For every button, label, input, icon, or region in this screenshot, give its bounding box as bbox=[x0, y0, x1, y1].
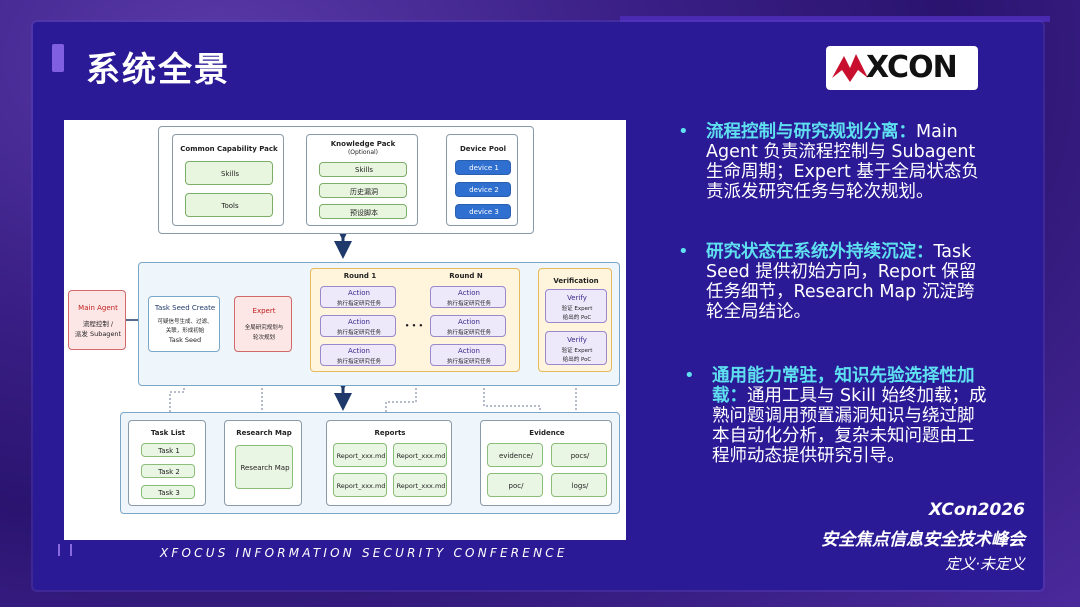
footer-text: XFOCUS INFORMATION SECURITY CONFERENCE bbox=[160, 546, 568, 560]
verification-container: Verification Verify 验证 Expert 给出的 PoC Ve… bbox=[538, 268, 612, 372]
action-box: Action 执行指定研究任务 bbox=[320, 286, 396, 308]
task-seed-create: Task Seed Create 可疑信号生成、过滤、 关联，形成初始 Task… bbox=[148, 296, 220, 352]
architecture-diagram: Common Capability Pack Skills Tools Know… bbox=[64, 120, 626, 540]
evidence-item: evidence/ bbox=[487, 443, 543, 467]
round-n-title: Round N bbox=[449, 272, 483, 280]
expert: Expert 全局研究规划与 轮次规划 bbox=[234, 296, 292, 352]
knowledge-pack-subtitle: (Optional) bbox=[347, 149, 379, 156]
knowledge-pack-item: 历史漏洞 bbox=[319, 183, 407, 198]
device-pool: Device Pool device 1 device 2 device 3 bbox=[446, 134, 518, 226]
action-box: Action 执行指定研究任务 bbox=[430, 344, 506, 366]
device-item: device 3 bbox=[455, 204, 511, 219]
common-pack-item: Tools bbox=[185, 193, 273, 217]
knowledge-pack-item: 预设脚本 bbox=[319, 204, 407, 219]
evidence-panel: Evidence evidence/ pocs/ poc/ logs/ bbox=[480, 420, 612, 506]
knowledge-pack-title: Knowledge Pack bbox=[330, 140, 396, 148]
action-box: Action 执行指定研究任务 bbox=[430, 315, 506, 337]
slide-title: 系统全景 bbox=[86, 50, 230, 90]
report-item: Report_xxx.md bbox=[333, 473, 387, 497]
task-item: Task 2 bbox=[141, 464, 195, 478]
xcon-logo: XCON bbox=[826, 46, 978, 90]
report-item: Report_xxx.md bbox=[333, 443, 387, 467]
research-map-panel: Research Map Research Map bbox=[224, 420, 302, 506]
logo-emblem-icon bbox=[832, 54, 868, 82]
report-item: Report_xxx.md bbox=[393, 473, 447, 497]
device-item: device 1 bbox=[455, 160, 511, 175]
verify-box: Verify 验证 Expert 给出的 PoC bbox=[545, 289, 607, 323]
rounds-ellipsis: • • • bbox=[404, 322, 424, 330]
round-1-title: Round 1 bbox=[343, 272, 377, 280]
bullet-dot: • bbox=[678, 241, 689, 262]
action-box: Action 执行指定研究任务 bbox=[320, 315, 396, 337]
title-marker bbox=[52, 44, 64, 72]
action-box: Action 执行指定研究任务 bbox=[320, 344, 396, 366]
report-item: Report_xxx.md bbox=[393, 443, 447, 467]
main-agent: Main Agent 流程控制 / 派发 Subagent bbox=[68, 290, 126, 350]
evidence-item: pocs/ bbox=[551, 443, 607, 467]
knowledge-pack-item: Skills bbox=[319, 162, 407, 177]
bullet-dot: • bbox=[684, 365, 695, 386]
task-item: Task 1 bbox=[141, 443, 195, 457]
conference-year: XCon2026 bbox=[928, 500, 1025, 520]
decor-strip-top bbox=[620, 16, 1050, 22]
knowledge-pack: Knowledge Pack (Optional) Skills 历史漏洞 预设… bbox=[306, 134, 418, 226]
device-item: device 2 bbox=[455, 182, 511, 197]
conference-slogan: 定义·未定义 bbox=[945, 555, 1025, 573]
common-capability-pack: Common Capability Pack Skills Tools bbox=[172, 134, 284, 226]
task-list: Task List Task 1 Task 2 Task 3 bbox=[128, 420, 206, 506]
common-pack-item: Skills bbox=[185, 161, 273, 185]
research-map-item: Research Map bbox=[235, 445, 293, 489]
verify-box: Verify 验证 Expert 给出的 PoC bbox=[545, 331, 607, 365]
action-box: Action 执行指定研究任务 bbox=[430, 286, 506, 308]
footer-marker bbox=[58, 544, 72, 556]
bullet-dot: • bbox=[678, 121, 689, 142]
evidence-item: logs/ bbox=[551, 473, 607, 497]
conference-name: 安全焦点信息安全技术峰会 bbox=[821, 530, 1025, 550]
device-pool-title: Device Pool bbox=[459, 145, 506, 153]
reports-panel: Reports Report_xxx.md Report_xxx.md Repo… bbox=[326, 420, 452, 506]
evidence-item: poc/ bbox=[487, 473, 543, 497]
common-pack-title: Common Capability Pack bbox=[180, 145, 278, 153]
task-item: Task 3 bbox=[141, 485, 195, 499]
logo-text: XCON bbox=[866, 50, 958, 85]
